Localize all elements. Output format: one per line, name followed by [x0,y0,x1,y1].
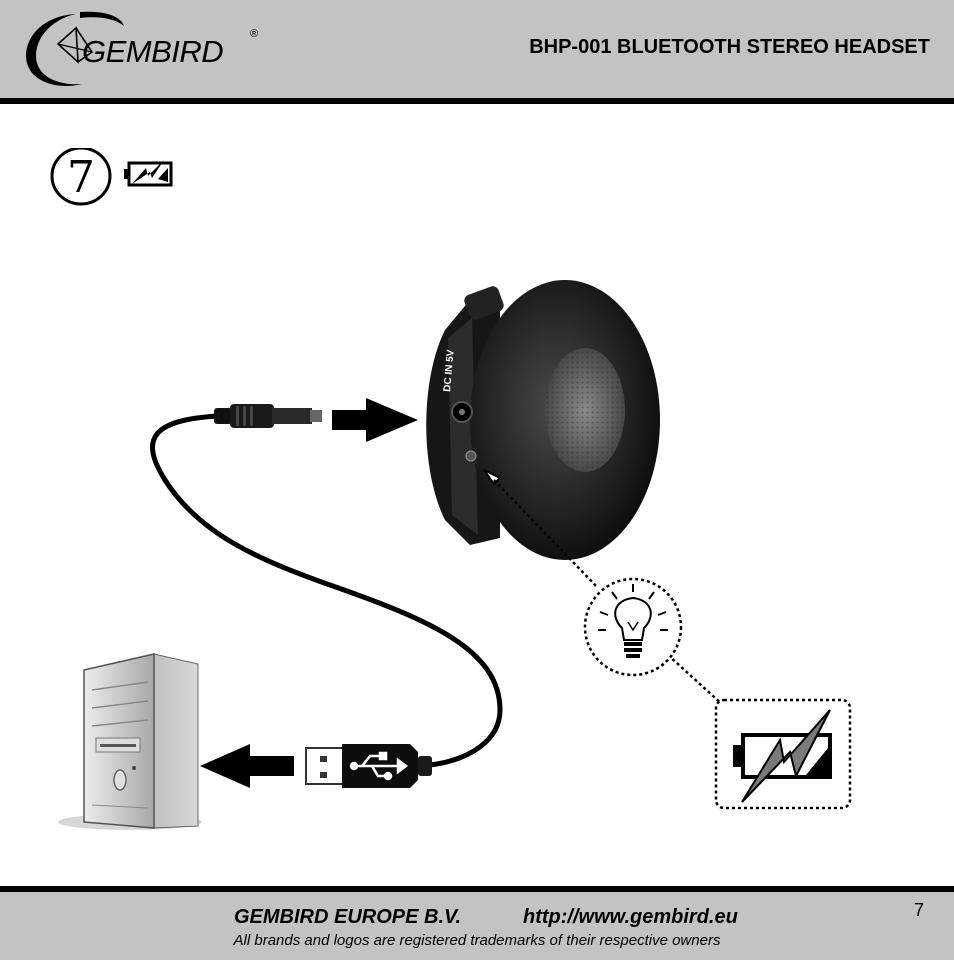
company-name: GEMBIRD EUROPE B.V. [234,906,462,928]
registered-mark: ® [250,28,259,40]
gembird-logo: GEMBIRD ® [18,4,258,94]
usb-plug-icon [305,744,432,788]
page-header: GEMBIRD ® BHP-001 BLUETOOTH STEREO HEADS… [0,0,954,104]
brand-name: GEMBIRD [82,34,224,69]
logo-swoosh-icon [26,11,124,86]
battery-charging-box [714,698,852,810]
usb-symbol-icon [349,751,409,781]
battery-charging-icon [124,160,173,187]
step-number: 7 [67,152,95,203]
dc-plug-icon [214,404,322,428]
computer-tower-icon [58,653,202,830]
arrow-right-icon [332,398,418,442]
usb-cable [150,413,503,768]
trademark-notice: All brands and logos are registered trad… [233,932,721,949]
charging-led [465,450,477,462]
battery-charging-icon [733,709,832,803]
arrow-left-icon [200,744,294,788]
step-number-circle: 7 [50,146,112,206]
website-link[interactable]: http://www.gembird.eu [523,906,738,928]
headset-earcup [426,280,660,560]
charging-illustration: DC IN 5V [0,230,954,870]
step-marker: 7 [50,146,180,208]
page-number: 7 [914,900,925,920]
lightbulb-icon [583,577,683,677]
product-title: BHP-001 BLUETOOTH STEREO HEADSET [529,36,930,58]
port-label: DC IN 5V [442,349,457,392]
page-footer: GEMBIRD EUROPE B.V. http://www.gembird.e… [0,886,954,960]
